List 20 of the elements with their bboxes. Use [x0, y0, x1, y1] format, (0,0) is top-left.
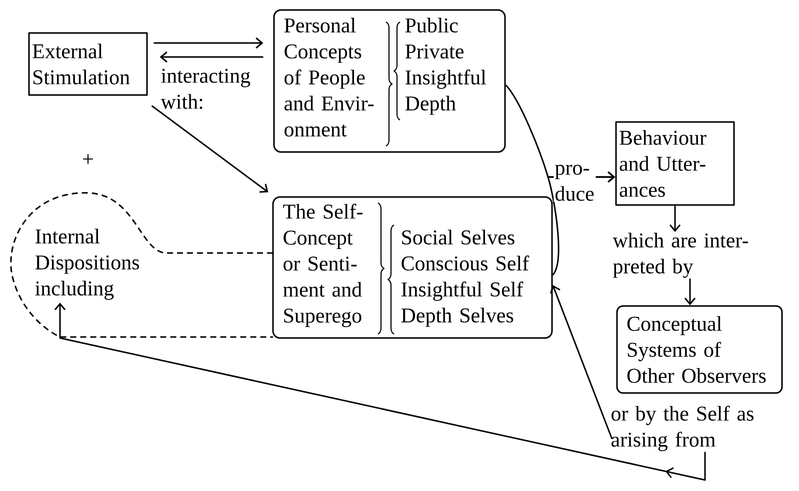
rounded-box: Conceptual Systems of Other Observers	[616, 305, 783, 394]
arrow	[54, 302, 706, 481]
arrow	[151, 105, 268, 193]
box-text: The Self- Concept or Senti- ment and Superego	[283, 204, 362, 328]
box-text: Personal Concepts of People and Envir- onment	[284, 18, 374, 137]
edge-label: pro- duce	[554, 164, 596, 202]
text-box: External Stimulation	[28, 32, 148, 96]
arrow	[154, 37, 264, 49]
plus-sign: +	[83, 154, 93, 164]
note-text: or by the Self as arising from	[612, 406, 754, 452]
note-text: which are inter- preted by	[612, 232, 748, 278]
box-text: Public Private Insightful Depth	[405, 18, 486, 115]
box-text: Social Selves Conscious Self Insightful Self Depth Selves	[401, 230, 530, 327]
internal-text: Internal Dispositions including	[35, 228, 140, 300]
edge-caption: interacting with:	[160, 68, 250, 109]
arrow	[160, 51, 264, 63]
arrow	[550, 285, 613, 440]
text-box: Behaviour and Utter- ances	[615, 121, 735, 206]
arrow	[684, 278, 696, 306]
arrow	[669, 206, 681, 232]
